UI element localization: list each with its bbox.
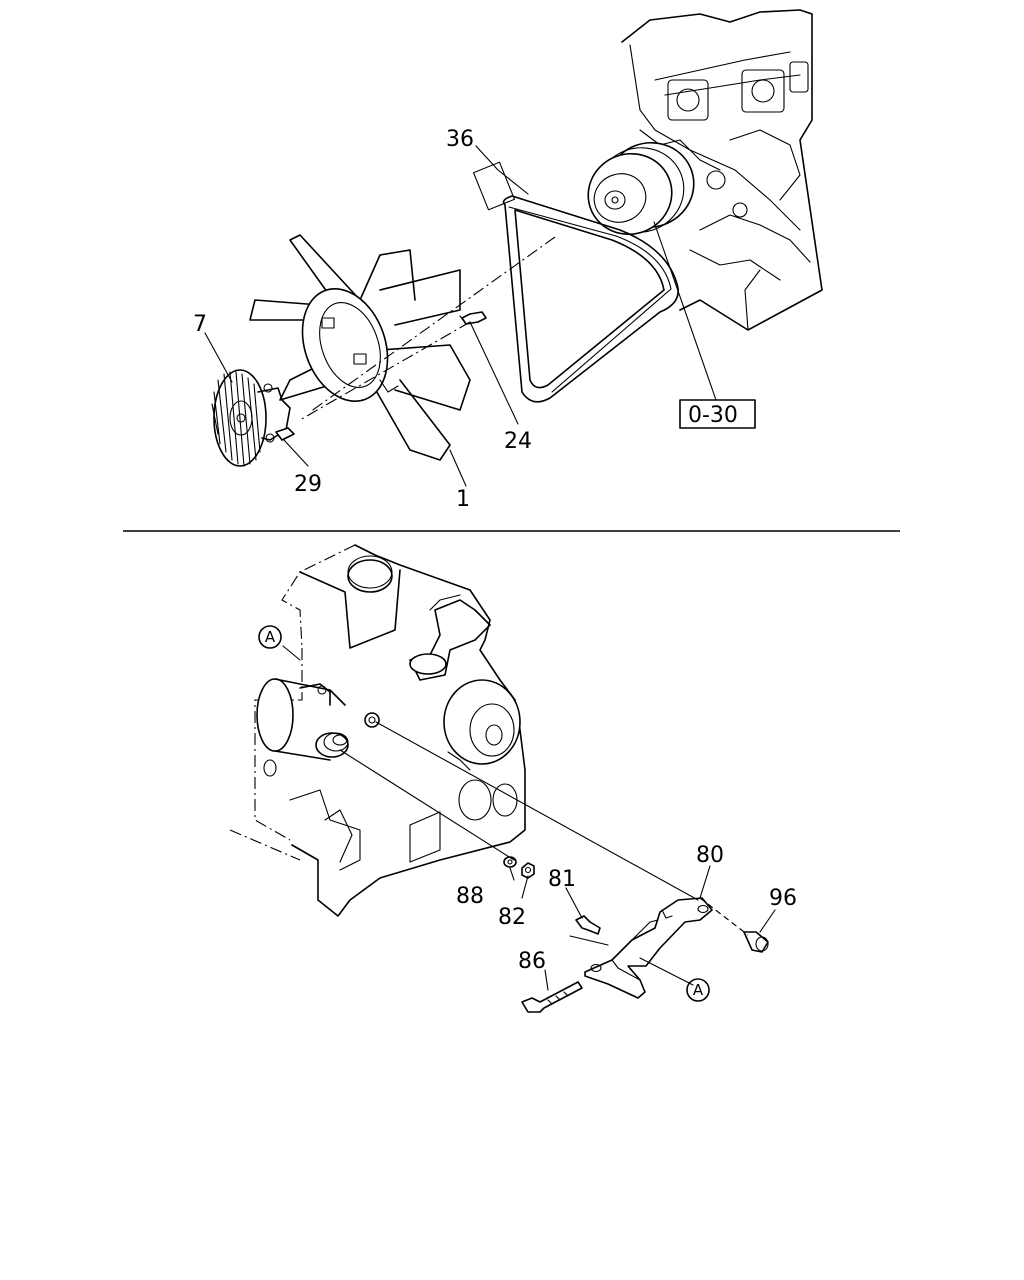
label-81: 81	[548, 867, 576, 892]
label-29: 29	[294, 472, 322, 497]
label-36: 36	[446, 127, 474, 152]
lower-part-labels: 80 96 81 88 82 86	[456, 843, 797, 974]
fan-clutch	[211, 369, 291, 467]
label-80: 80	[696, 843, 724, 868]
centerlines-lower	[339, 721, 749, 946]
label-1: 1	[456, 487, 470, 512]
upper-part-labels: 36 7 24 29 1 0-30	[193, 127, 756, 512]
crankshaft-pulley	[587, 141, 695, 236]
leader-lines-upper	[204, 145, 717, 487]
label-86: 86	[518, 949, 546, 974]
callout-a-bottom-label: A	[693, 981, 704, 999]
label-96: 96	[769, 886, 797, 911]
fan-blades	[249, 234, 471, 461]
callout-a-top	[258, 625, 282, 649]
callouts-lower: A A	[258, 625, 710, 1002]
callout-a-top-label: A	[265, 628, 276, 646]
alternator	[256, 678, 380, 761]
label-24: 24	[504, 429, 532, 454]
drive-belt	[502, 195, 679, 403]
engine-block-lower	[229, 544, 526, 917]
label-82: 82	[498, 905, 526, 930]
centerlines-upper	[299, 236, 556, 421]
label-88: 88	[456, 884, 484, 909]
leader-lines-lower	[282, 645, 776, 991]
adjusting-bracket	[584, 897, 713, 999]
reference-box	[679, 399, 756, 429]
label-7: 7	[193, 312, 207, 337]
callout-a-bottom	[686, 978, 710, 1002]
reference-box-label: 0-30	[688, 403, 738, 428]
engine-block-upper	[621, 9, 823, 331]
